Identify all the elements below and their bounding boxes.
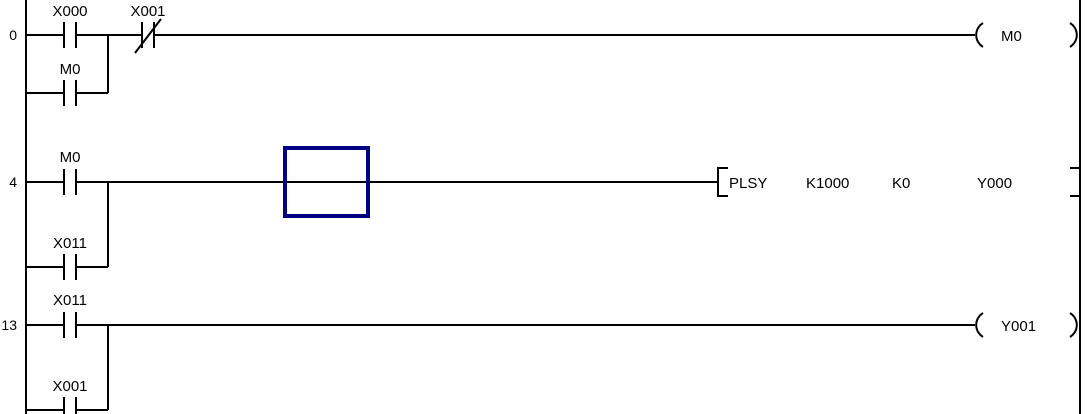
coil-m0[interactable]: M0 [975, 22, 1078, 48]
coil-y001[interactable]: Y001 [975, 312, 1078, 338]
contact-x011-r13-label: X011 [53, 292, 87, 309]
coil-m0-right-arc [1069, 22, 1078, 48]
instruction-left-bracket [717, 167, 728, 197]
contact-x001-branch-r13[interactable]: X001 [50, 378, 90, 414]
contact-x001-label: X001 [130, 3, 165, 20]
coil-y001-left-arc [975, 312, 984, 338]
coil-m0-label: M0 [1001, 28, 1022, 45]
contact-x000-label: X000 [52, 3, 87, 20]
contact-x001[interactable]: X001 [128, 3, 168, 54]
contact-m0-r4-label: M0 [60, 149, 81, 166]
contact-x011-r13[interactable]: X011 [50, 292, 90, 338]
rung-number-0: 0 [9, 27, 17, 43]
instruction-block-plsy[interactable]: PLSY K1000 K0 Y000 [717, 167, 1081, 197]
contact-m0-branch-r0[interactable]: M0 [50, 61, 90, 106]
rung-13[interactable]: 13 X011 X001 [1, 292, 1078, 414]
contact-x011-branch-label: X011 [53, 235, 87, 252]
rung-number-13: 13 [1, 317, 17, 333]
coil-m0-left-arc [975, 22, 984, 48]
contact-m0-r4[interactable]: M0 [50, 149, 90, 195]
contact-x000[interactable]: X000 [50, 3, 90, 48]
instruction-operand-1: K1000 [806, 175, 849, 192]
contact-x001-negation-slash [134, 18, 162, 54]
selection-cursor[interactable] [283, 146, 370, 218]
rung-0[interactable]: 0 X000 M0 [9, 3, 1078, 106]
instruction-right-bracket [1070, 167, 1081, 197]
contact-x001-branch-label: X001 [52, 378, 87, 395]
contact-x011-branch-r4[interactable]: X011 [50, 235, 90, 280]
instruction-operand-2: K0 [892, 175, 910, 192]
contact-m0-branch-label: M0 [60, 61, 81, 78]
rung-number-4: 4 [9, 174, 17, 190]
instruction-operand-3: Y000 [977, 175, 1012, 192]
coil-y001-label: Y001 [1001, 318, 1036, 335]
rung-4[interactable]: 4 M0 X011 [9, 149, 1081, 280]
instruction-mnemonic: PLSY [729, 175, 767, 192]
coil-y001-right-arc [1069, 312, 1078, 338]
